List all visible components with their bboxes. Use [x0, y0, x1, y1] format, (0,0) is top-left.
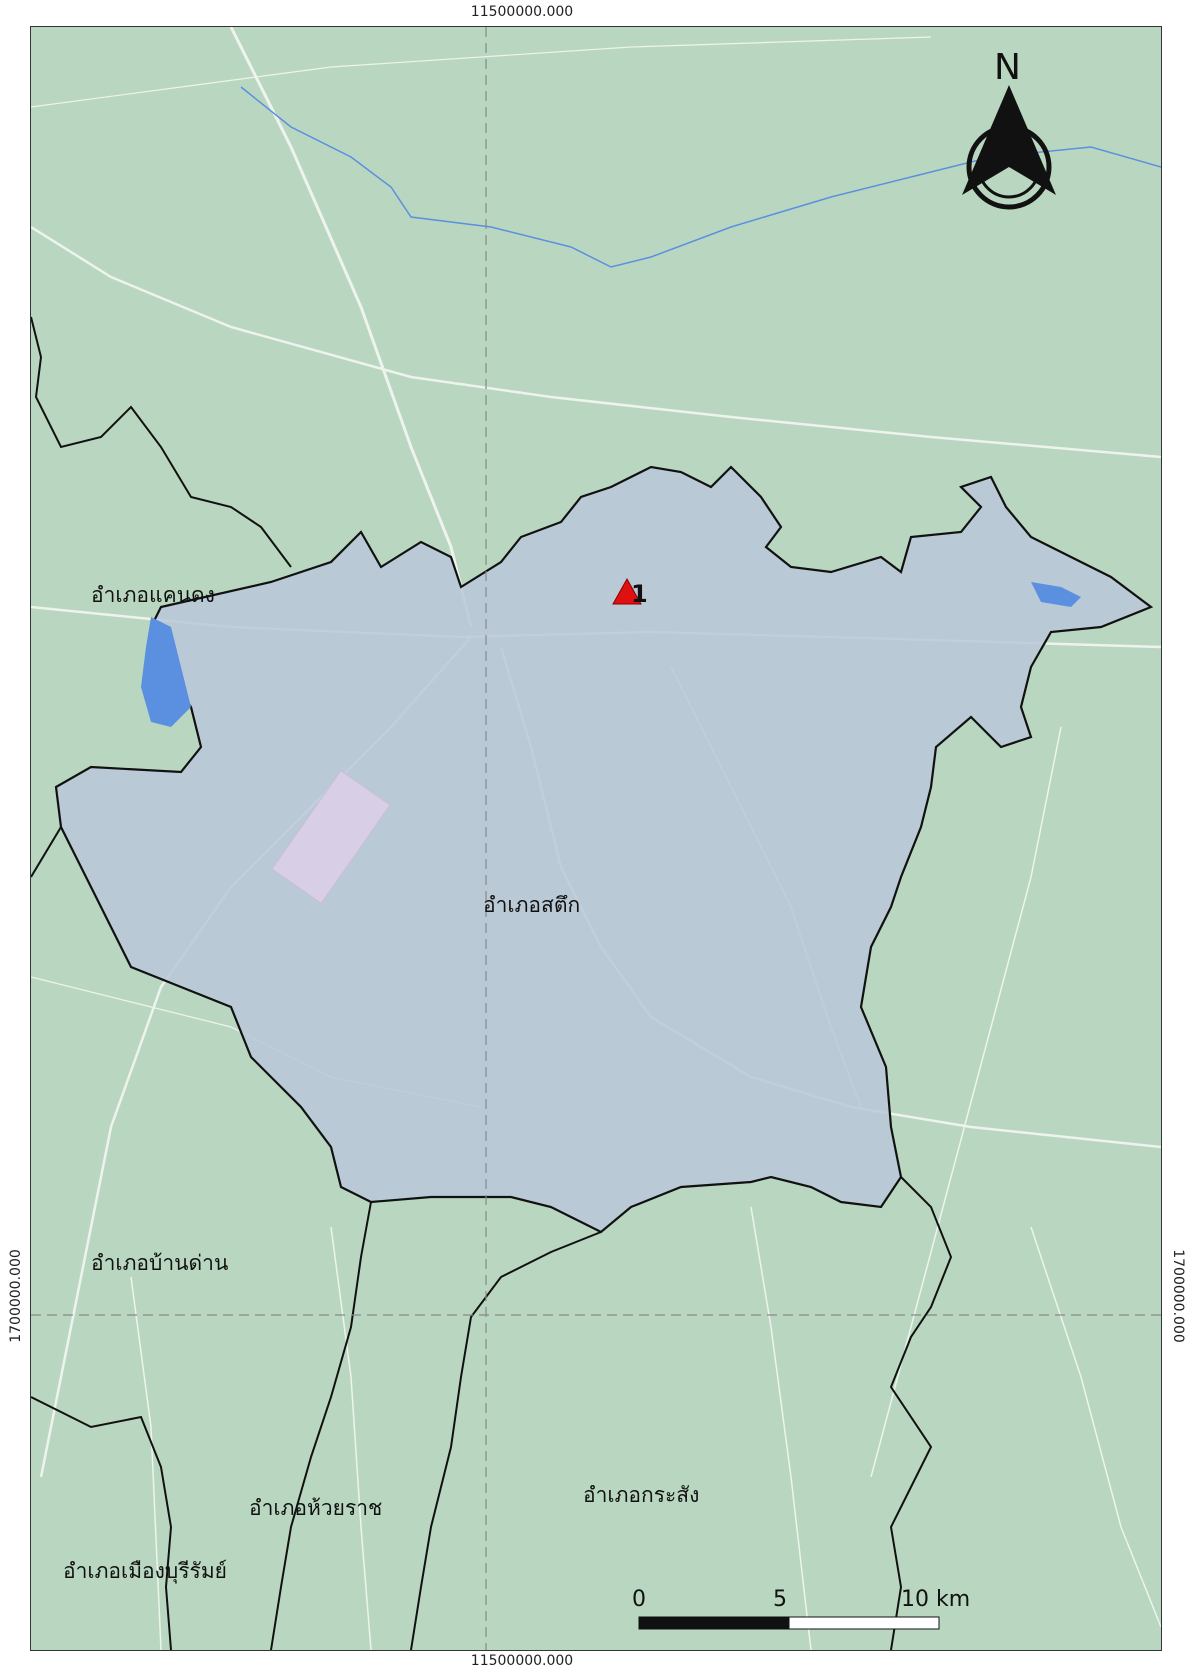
grid-label-left: 1700000.000	[8, 1249, 24, 1343]
study-area-satuek[interactable]	[54, 465, 1154, 1234]
grid-label-bottom: 11500000.000	[470, 1653, 574, 1669]
label-satuek: อำเภอสตึก	[483, 893, 581, 917]
label-huai-rat: อำเภอห้วยราช	[249, 1496, 383, 1520]
river	[240, 86, 1161, 268]
label-khaen-dong: อำเภอแคนดง	[91, 583, 215, 607]
map-frame[interactable]: อำเภอแคนดง อำเภอสตึก อำเภอบ้านด่าน อำเภอ…	[30, 26, 1162, 1651]
scale-bar	[638, 1616, 940, 1630]
grid-label-top: 11500000.000	[470, 4, 574, 20]
grid-label-right: 1700000.000	[1170, 1249, 1186, 1343]
scale-label-0: 0	[632, 1587, 646, 1612]
site-label-1: 1	[631, 580, 648, 608]
reservoir-east	[1031, 582, 1081, 607]
scale-label-5: 5	[773, 1587, 787, 1612]
airport	[271, 769, 391, 905]
label-ban-dan: อำเภอบ้านด่าน	[91, 1251, 229, 1275]
north-arrow-icon	[962, 85, 1056, 210]
scale-label-10: 10 km	[901, 1587, 971, 1612]
label-krasang: อำเภอกระสัง	[583, 1483, 700, 1507]
reservoir-west	[141, 617, 191, 727]
label-mueang-buriram: อำเภอเมืองบุรีรัมย์	[63, 1559, 227, 1583]
north-letter: N	[994, 47, 1021, 88]
district-boundaries	[31, 316, 953, 1650]
map-canvas[interactable]	[31, 27, 1161, 1650]
site-marker-1[interactable]	[612, 577, 642, 605]
